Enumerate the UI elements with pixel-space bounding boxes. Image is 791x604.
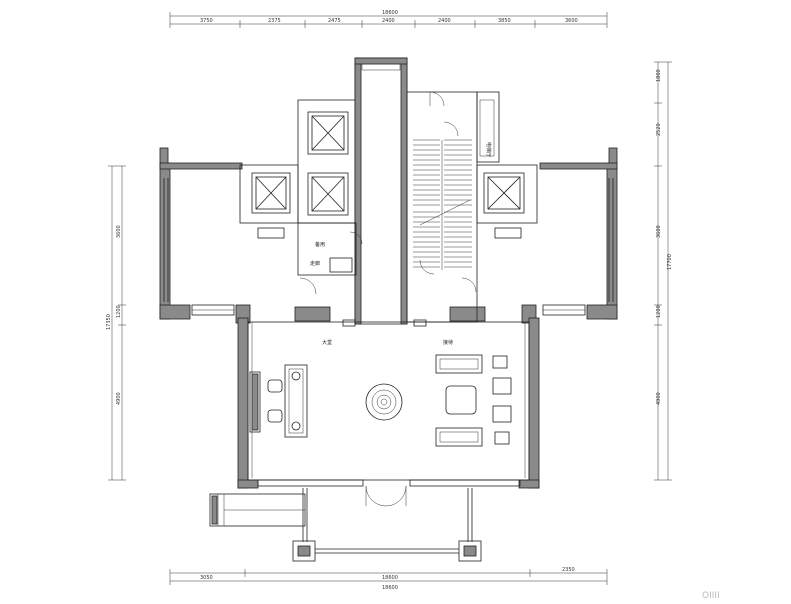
left-dim-3: 4900 (116, 392, 122, 405)
left-dimension: 3600 1200 4900 17350 (106, 165, 126, 481)
room-label-small: 备用 (315, 241, 325, 248)
right-dimension: 1800 2520 3600 1200 4900 17700 (654, 61, 673, 481)
left-dim-1: 3600 (116, 225, 122, 238)
right-lounge-group (435, 354, 512, 447)
elevator-4 (483, 172, 525, 214)
top-dim-1: 3750 (200, 18, 213, 24)
bottom-dim-1: 3050 (200, 575, 213, 581)
right-wing-window (542, 178, 614, 316)
elevator-1 (251, 172, 291, 214)
elevator-3 (307, 172, 349, 216)
bottom-dim-2: 18600 (382, 575, 398, 581)
right-dim-3: 3600 (656, 225, 662, 238)
left-total-dim: 17350 (106, 314, 112, 330)
left-wing-window (163, 178, 235, 316)
lobby-left-tag: 大堂 (322, 339, 332, 346)
right-dim-4: 1200 (656, 305, 662, 318)
bottom-dimension: 3050 18600 2350 18600 (169, 567, 608, 591)
fixtures (257, 227, 522, 327)
left-sofa-group (267, 364, 308, 438)
right-total-dim: 17700 (667, 254, 673, 270)
lobby (247, 321, 530, 487)
top-total-dim: 18600 (382, 10, 398, 16)
staircase (413, 139, 472, 270)
watermark-text: OIIII (702, 591, 720, 601)
core-structure (239, 57, 538, 325)
top-dim-4: 2400 (382, 18, 395, 24)
entrance-canopy (292, 488, 482, 562)
top-dimension: 18600 3750 2375 2475 2400 2400 3850 3600 (169, 10, 608, 28)
outer-walls (159, 147, 618, 489)
entrance-doors (365, 485, 407, 507)
bottom-dim-3: 2350 (562, 567, 575, 573)
top-dim-3: 2475 (328, 18, 341, 24)
left-dim-2: 1200 (116, 305, 122, 318)
right-dim-5: 4900 (656, 392, 662, 405)
core-doors (299, 63, 495, 295)
center-table (365, 383, 403, 421)
elevator-2 (307, 111, 349, 155)
top-dim-7: 3600 (565, 18, 578, 24)
room-label-corridor-a: 走廊 (310, 260, 320, 267)
top-dim-6: 3850 (498, 18, 511, 24)
entry-ramp (209, 493, 306, 527)
right-dim-1: 1800 (656, 69, 662, 82)
top-dim-2: 2375 (268, 18, 281, 24)
right-dim-2: 2520 (656, 123, 662, 136)
bottom-total-dim: 18600 (382, 585, 398, 591)
top-dim-5: 2400 (438, 18, 451, 24)
room-label-elevator-lobby: 电梯厅 (485, 142, 492, 157)
lobby-right-tag: 接待 (443, 339, 453, 346)
